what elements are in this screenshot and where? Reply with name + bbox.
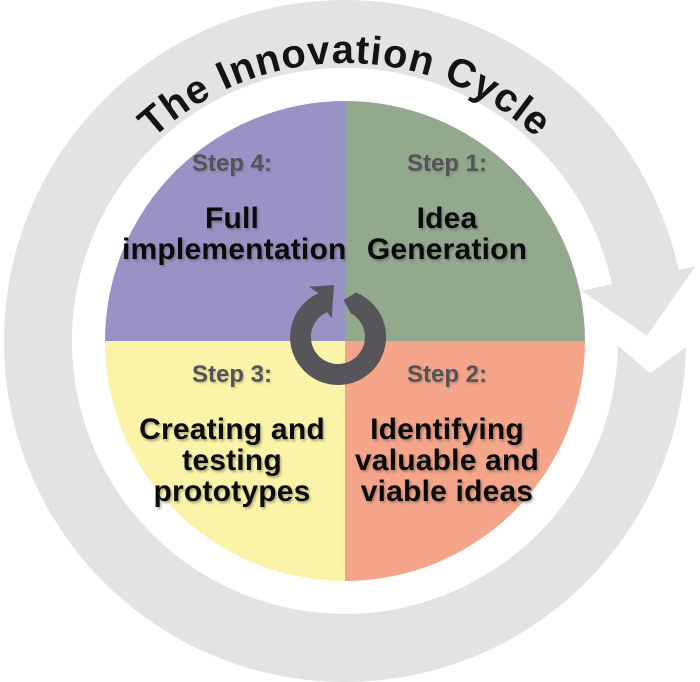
step3-title-line3: prototypes bbox=[153, 475, 311, 508]
step4-title-line1: Full bbox=[204, 202, 260, 235]
step2-title-line1: Identifying bbox=[370, 413, 524, 446]
step3-title-line2: testing bbox=[182, 444, 282, 477]
step1-title: Idea Generation bbox=[337, 203, 557, 265]
step2-label: Step 2: bbox=[406, 361, 487, 388]
step2-title-line3: viable ideas bbox=[360, 475, 534, 508]
step4-title: Full implementation bbox=[122, 202, 346, 265]
step1-label: Step 1: bbox=[406, 150, 487, 177]
quadrant-step3 bbox=[105, 341, 345, 581]
step3-title: Creating and testing prototypes bbox=[122, 414, 342, 507]
step1-title-line1: Idea bbox=[416, 202, 478, 235]
step4-title-line2: implementation bbox=[122, 233, 347, 266]
quadrant-step1 bbox=[345, 101, 585, 341]
step3-title-line1: Creating and bbox=[139, 413, 325, 446]
circular-refresh-arrow-icon bbox=[290, 285, 387, 386]
quadrant-step4 bbox=[105, 101, 345, 341]
step4-label: Step 4: bbox=[191, 150, 272, 177]
step2-title-line2: valuable and bbox=[354, 444, 540, 477]
step3-label: Step 3: bbox=[191, 361, 272, 388]
step1-title-line2: Generation bbox=[366, 233, 528, 266]
step2-title: Identifying valuable and viable ideas bbox=[337, 414, 557, 507]
quadrant-step2 bbox=[345, 341, 585, 581]
